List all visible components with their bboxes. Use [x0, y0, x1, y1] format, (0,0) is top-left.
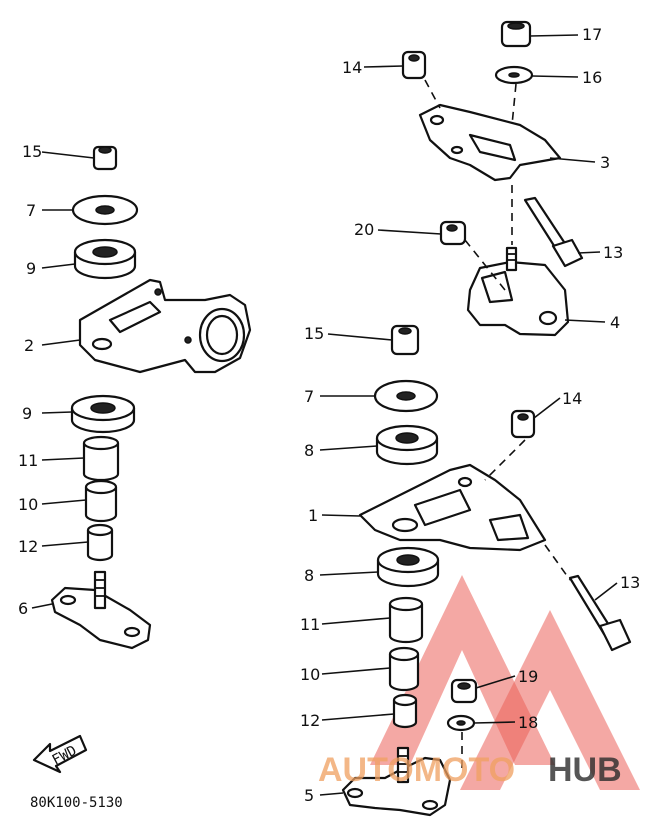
watermark-word-automoto: AUTOMOTO — [318, 751, 515, 789]
callout-11-right: 11 — [300, 615, 320, 634]
part-14-nut-upper — [401, 50, 427, 80]
callout-2: 2 — [24, 336, 34, 355]
callout-6: 6 — [18, 599, 28, 618]
callout-17: 17 — [582, 25, 602, 44]
part-19-nut — [450, 678, 478, 704]
callout-15-right: 15 — [304, 324, 324, 343]
leader-lines — [31, 34, 618, 796]
callout-14-upper: 14 — [342, 58, 362, 77]
part-18-washer — [446, 714, 476, 732]
part-13-bolt-lower — [568, 574, 632, 652]
part-13-bolt-upper — [523, 196, 584, 268]
part-11-collar-right — [388, 596, 424, 644]
callout-7-left: 7 — [26, 201, 36, 220]
part-20-nut — [439, 220, 467, 246]
part-9-rubber-left-bottom — [70, 394, 136, 434]
callout-8-right-top: 8 — [304, 441, 314, 460]
callout-12-left: 12 — [18, 537, 38, 556]
part-10-collar-right — [388, 646, 420, 692]
callout-9-left-top: 9 — [26, 259, 36, 278]
callout-5: 5 — [304, 786, 314, 805]
callout-4: 4 — [610, 313, 620, 332]
callout-9-left-bottom: 9 — [22, 404, 32, 423]
callout-10-left: 10 — [18, 495, 38, 514]
watermark-word-hub: HUB — [548, 751, 622, 789]
callout-13-upper: 13 — [603, 243, 623, 262]
callout-12-right: 12 — [300, 711, 320, 730]
part-16-washer — [494, 65, 534, 85]
callout-14-lower: 14 — [562, 389, 582, 408]
callout-7-right: 7 — [304, 387, 314, 406]
part-15-nut-right — [390, 324, 420, 356]
callout-15-left: 15 — [22, 142, 42, 161]
part-8-rubber-right-bottom — [376, 546, 440, 588]
part-17-nut — [500, 20, 532, 48]
left-mount-assembly — [50, 145, 252, 650]
part-12-collar-right — [392, 693, 418, 729]
right-upper-assembly — [401, 20, 584, 337]
part-14-nut-lower — [510, 409, 536, 439]
alignment-lines — [424, 79, 571, 772]
part-8-rubber-right-top — [375, 424, 439, 466]
callout-10-right: 10 — [300, 665, 320, 684]
part-4-engine-mount — [466, 246, 570, 337]
callout-19: 19 — [518, 667, 538, 686]
callout-3: 3 — [600, 153, 610, 172]
callout-8-right-bottom: 8 — [304, 566, 314, 585]
diagram-code: 80K100-5130 — [30, 795, 123, 811]
part-1-bracket — [358, 463, 547, 552]
part-3-top-bracket — [418, 103, 562, 182]
callout-18: 18 — [518, 713, 538, 732]
watermark-text: AUTOMOTO HUB — [318, 751, 622, 789]
part-12-collar-left — [86, 523, 114, 562]
right-lower-assembly — [341, 324, 632, 817]
callout-1: 1 — [308, 506, 318, 525]
callout-11-left: 11 — [18, 451, 38, 470]
part-7-washer-right — [373, 379, 439, 413]
part-6-base-plate — [50, 570, 152, 650]
callout-20: 20 — [354, 220, 374, 239]
part-11-collar-left — [82, 435, 120, 482]
part-2-bracket — [78, 278, 252, 374]
part-10-collar-left — [84, 479, 118, 523]
fwd-arrow-icon: FWD — [32, 734, 88, 774]
callout-16: 16 — [582, 68, 602, 87]
callout-13-lower: 13 — [620, 573, 640, 592]
part-15-nut-left — [92, 145, 118, 171]
callout-labels: 15 7 9 2 9 11 10 12 6 14 17 16 3 20 13 4… — [18, 25, 640, 805]
part-5-base-plate — [341, 746, 452, 817]
part-7-washer-left — [71, 194, 139, 226]
part-9-rubber-left-top — [73, 238, 137, 280]
